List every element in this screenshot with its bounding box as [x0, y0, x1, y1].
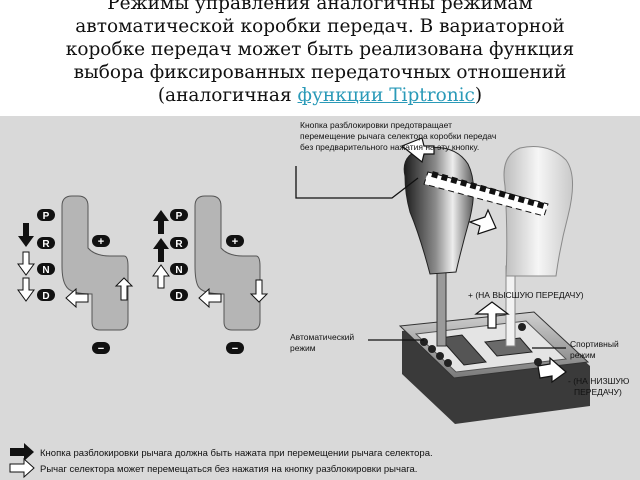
heading-line-4: выбора фиксированных передаточных отноше…: [73, 62, 567, 83]
gate-d-badge: D: [170, 289, 188, 302]
page-heading: Режимы управления аналогичны режимам авт…: [8, 0, 632, 107]
legend: Кнопка разблокировки рычага должна быть …: [9, 443, 433, 479]
gate-p-badge: P: [170, 209, 188, 222]
gate-minus-badge: −: [92, 342, 110, 355]
hollow-arrow-up: [152, 264, 170, 289]
gate-plus-badge: +: [92, 235, 110, 248]
downshift-label-1: - (НА НИЗШУЮ: [568, 376, 630, 386]
gate-plus-badge: +: [226, 235, 244, 248]
illustration-labels: Кнопка разблокировки предотвращает перем…: [290, 120, 630, 397]
filled-arrow-up: [153, 238, 169, 262]
heading-line-5-prefix: (аналогичная: [157, 85, 298, 106]
gate-r-badge: R: [170, 237, 188, 250]
gate-marker-icon: [534, 358, 542, 366]
legend-filled-text: Кнопка разблокировки рычага должна быть …: [40, 448, 433, 459]
gear-selector-figure: P R N D + − P R N D + −: [0, 116, 640, 480]
lever-shaft-dark: [436, 265, 447, 347]
legend-hollow-arrow-icon: [9, 457, 35, 479]
svg-text:N: N: [175, 265, 182, 276]
shifter-knob-auto: [403, 146, 474, 275]
filled-arrow-down: [18, 223, 34, 247]
upshift-arrow-icon: [474, 301, 510, 329]
sport-mode-label-1: Спортивный: [570, 339, 619, 349]
callout-line-3: без предварительного нажатия на эту кноп…: [300, 142, 479, 152]
svg-text:+: +: [232, 236, 238, 248]
auto-mode-label-1: Автоматический: [290, 332, 354, 342]
svg-text:P: P: [43, 211, 50, 222]
gate-n-badge: N: [170, 263, 188, 276]
gate-r-badge: R: [37, 237, 55, 250]
figure-canvas: P R N D + − P R N D + −: [9, 120, 630, 479]
svg-text:N: N: [42, 265, 49, 276]
hollow-arrow-up: [114, 277, 134, 301]
gate-pattern-right: P R N D + −: [152, 195, 269, 355]
svg-text:D: D: [42, 291, 49, 302]
callout-line-1: Кнопка разблокировки предотвращает: [300, 120, 452, 130]
upshift-label: + (НА ВЫСШУЮ ПЕРЕДАЧУ): [468, 290, 584, 300]
lever-shaft-light: [505, 265, 516, 347]
heading-line-2: автоматической коробки передач. В вариат…: [75, 16, 565, 37]
heading-line-1: Режимы управления аналогичны режимам: [107, 0, 533, 14]
header: Режимы управления аналогичны режимам авт…: [0, 0, 640, 116]
gate-marker-icon: [444, 359, 452, 367]
gate-marker-icon: [518, 323, 526, 331]
unlock-direction-arrow-icon: [468, 208, 497, 235]
hollow-arrow-down: [17, 251, 35, 276]
svg-text:−: −: [98, 343, 104, 355]
shifter-slot: [439, 334, 487, 366]
downshift-arrow-icon: [537, 356, 567, 384]
gate-pattern-left: P R N D + −: [17, 195, 134, 355]
svg-text:R: R: [42, 239, 50, 250]
filled-arrow-up: [153, 210, 169, 234]
downshift-label-2: ПЕРЕДАЧУ): [574, 387, 622, 397]
svg-text:D: D: [175, 291, 182, 302]
shifter-illustration: [295, 137, 590, 424]
svg-text:+: +: [98, 236, 104, 248]
tiptronic-link[interactable]: функции Tiptronic: [297, 85, 475, 106]
callout-line-2: перемещение рычага селектора коробки пер…: [300, 131, 496, 141]
hollow-arrow-down: [249, 279, 269, 303]
gate-minus-badge: −: [226, 342, 244, 355]
gate-d-badge: D: [37, 289, 55, 302]
svg-text:−: −: [232, 343, 238, 355]
svg-text:P: P: [176, 211, 183, 222]
auto-mode-label-2: режим: [290, 343, 316, 353]
gate-marker-icon: [436, 352, 444, 360]
gate-marker-icon: [420, 338, 428, 346]
legend-hollow-text: Рычаг селектора может перемещаться без н…: [40, 464, 417, 475]
legend-filled-arrow-icon: [10, 443, 34, 461]
gate-p-badge: P: [37, 209, 55, 222]
sport-mode-label-2: режим: [570, 350, 596, 360]
callout-leader-line: [295, 166, 419, 199]
hollow-arrow-left: [65, 287, 89, 309]
heading-line-5-suffix: ): [474, 85, 483, 106]
svg-text:R: R: [175, 239, 183, 250]
gate-n-badge: N: [37, 263, 55, 276]
heading-line-3: коробке передач может быть реализована ф…: [65, 39, 575, 60]
hollow-arrow-down: [17, 277, 35, 302]
hollow-arrow-left: [198, 287, 222, 309]
press-button-arrow-icon: [400, 137, 435, 164]
gate-marker-icon: [428, 345, 436, 353]
